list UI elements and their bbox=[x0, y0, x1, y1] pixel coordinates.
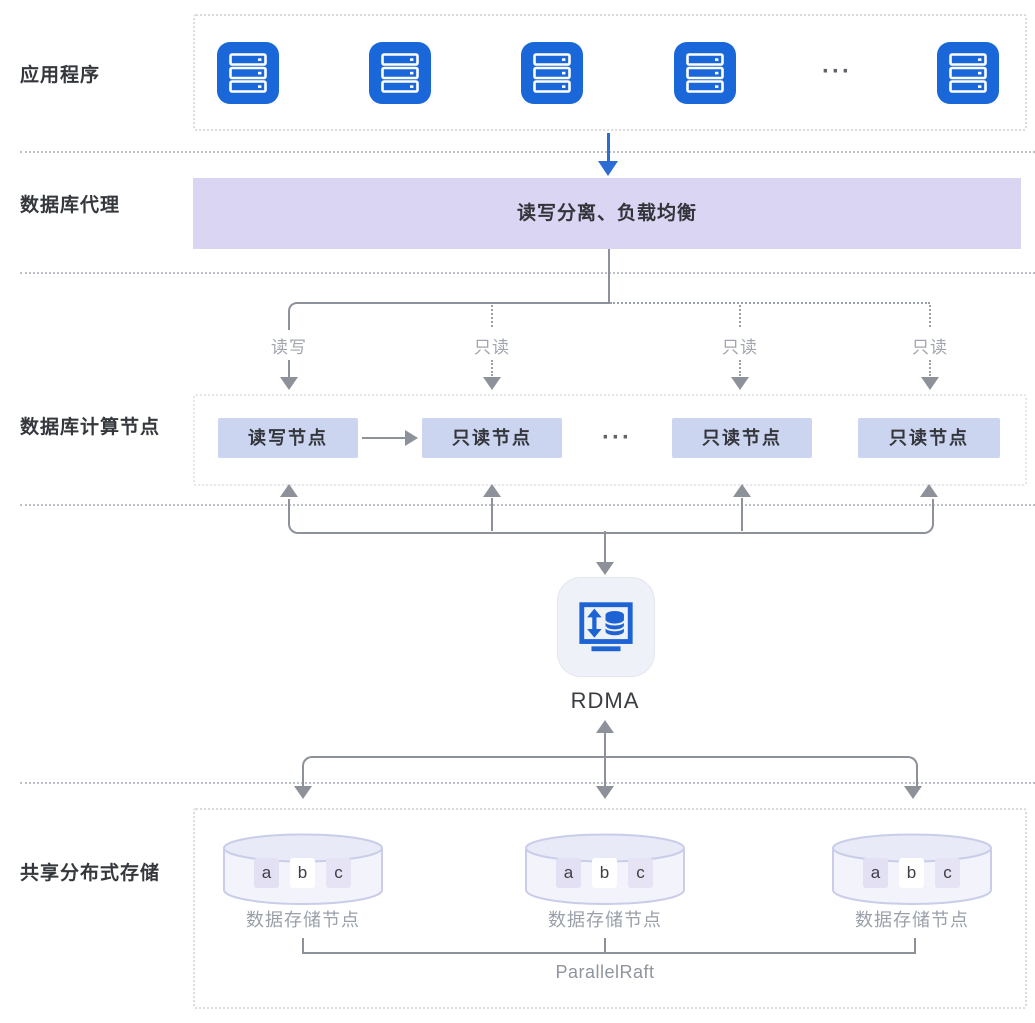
branch-line-solid bbox=[288, 302, 612, 330]
app-box bbox=[193, 14, 1027, 131]
server-icon bbox=[369, 42, 431, 109]
proxy-down-line bbox=[608, 249, 610, 303]
rdma-icon bbox=[557, 577, 655, 677]
data-chip-c: c bbox=[628, 858, 653, 888]
branch-drop-dotted bbox=[491, 305, 493, 327]
server-icon bbox=[521, 42, 583, 109]
branch-drop-dotted bbox=[929, 305, 931, 327]
section-divider bbox=[20, 272, 1035, 274]
arrow-to-ro-node bbox=[929, 360, 931, 376]
storage-down-arrowhead bbox=[596, 786, 614, 799]
app-section-label: 应用程序 bbox=[20, 65, 101, 86]
compute-up-arrowhead bbox=[920, 484, 938, 497]
storage-cylinder-icon: a b c bbox=[524, 832, 686, 906]
rdma-to-storage-connector bbox=[302, 756, 918, 788]
arrow-to-ro-node-head bbox=[731, 377, 749, 390]
storage-down-arrowhead bbox=[904, 786, 922, 799]
parallelraft-bracket bbox=[302, 938, 916, 954]
compute-section-label: 数据库计算节点 bbox=[20, 417, 161, 438]
app-to-proxy-arrowhead bbox=[598, 161, 618, 176]
compute-up-stem bbox=[491, 498, 493, 531]
branch-label-readonly: 只读 bbox=[722, 338, 758, 357]
arrow-to-rw-node bbox=[288, 360, 290, 378]
data-chip-b: b bbox=[290, 858, 315, 888]
branch-label-readonly: 只读 bbox=[474, 338, 510, 357]
rdma-label: RDMA bbox=[570, 688, 640, 713]
node-link-arrow bbox=[362, 437, 406, 439]
compute-box bbox=[193, 394, 1027, 486]
arrow-to-ro-node-head bbox=[921, 377, 939, 390]
ro-node-box: 只读节点 bbox=[672, 418, 812, 458]
proxy-section-label: 数据库代理 bbox=[20, 195, 121, 216]
arrow-to-rw-node-head bbox=[280, 377, 298, 390]
data-chip-b: b bbox=[899, 858, 924, 888]
compute-up-arrowhead bbox=[483, 484, 501, 497]
storage-cylinder-icon: a b c bbox=[222, 832, 384, 906]
rdma-down-stem bbox=[604, 531, 606, 564]
data-chip-a: a bbox=[863, 858, 888, 888]
proxy-bar: 读写分离、负载均衡 bbox=[193, 178, 1021, 249]
storage-node-label: 数据存储节点 bbox=[246, 910, 360, 930]
data-chip-c: c bbox=[935, 858, 960, 888]
compute-up-arrowhead bbox=[733, 484, 751, 497]
compute-to-rdma-connector bbox=[288, 499, 934, 534]
arrow-to-ro-node bbox=[491, 360, 493, 376]
branch-line-dotted bbox=[610, 302, 930, 304]
storage-center-stem bbox=[604, 732, 606, 788]
data-chip-c: c bbox=[326, 858, 351, 888]
rdma-down-arrowhead bbox=[596, 562, 614, 575]
data-chip-a: a bbox=[556, 858, 581, 888]
storage-node-label: 数据存储节点 bbox=[855, 910, 969, 930]
app-to-proxy-arrow bbox=[607, 133, 610, 163]
ro-node-box: 只读节点 bbox=[858, 418, 1000, 458]
data-chip-a: a bbox=[254, 858, 279, 888]
branch-label-readwrite: 读写 bbox=[271, 338, 307, 357]
compute-up-arrowhead bbox=[280, 484, 298, 497]
storage-node-label: 数据存储节点 bbox=[548, 910, 662, 930]
arrow-to-ro-node bbox=[739, 360, 741, 376]
storage-up-arrowhead bbox=[596, 720, 614, 733]
storage-down-arrowhead bbox=[294, 786, 312, 799]
compute-ellipsis: ··· bbox=[602, 424, 632, 451]
branch-label-readonly: 只读 bbox=[912, 338, 948, 357]
data-chip-b: b bbox=[592, 858, 617, 888]
server-icon bbox=[217, 42, 279, 109]
node-link-arrowhead bbox=[405, 430, 418, 446]
arrow-to-ro-node-head bbox=[483, 377, 501, 390]
rw-node-box: 读写节点 bbox=[218, 418, 358, 458]
section-divider bbox=[20, 782, 1035, 784]
app-ellipsis: ··· bbox=[822, 58, 852, 85]
parallelraft-bracket-stub bbox=[604, 938, 606, 952]
server-icon bbox=[674, 42, 736, 109]
storage-section-label: 共享分布式存储 bbox=[20, 863, 161, 884]
ro-node-box: 只读节点 bbox=[422, 418, 562, 458]
section-divider bbox=[20, 151, 1035, 153]
compute-up-stem bbox=[741, 498, 743, 531]
server-icon bbox=[937, 42, 999, 109]
section-divider bbox=[20, 504, 1035, 506]
storage-cylinder-icon: a b c bbox=[831, 832, 993, 906]
parallelraft-label: ParallelRaft bbox=[555, 962, 655, 982]
branch-drop-dotted bbox=[739, 305, 741, 327]
